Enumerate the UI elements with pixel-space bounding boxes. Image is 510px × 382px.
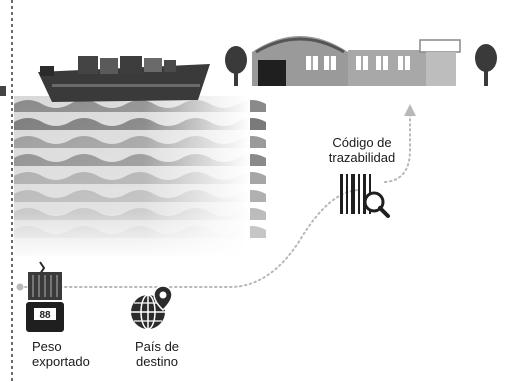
factory-icon: [252, 36, 461, 86]
trazabilidad-label-line1: Código de: [332, 135, 392, 150]
scale-display: 88: [39, 310, 51, 321]
peso-label-line2: exportado: [32, 354, 90, 369]
peso-label-line1: Peso: [32, 339, 62, 354]
tree-icon: [225, 46, 247, 86]
trazabilidad-label: Código de trazabilidad: [322, 135, 402, 165]
pais-label-line1: País de: [134, 339, 180, 354]
pais-label-line2: destino: [136, 354, 178, 369]
route-start-dot: [16, 283, 24, 291]
ship-icon: [38, 56, 210, 102]
left-edge-marker: [0, 86, 6, 96]
ocean-waves: [14, 96, 266, 261]
scale-container-icon: [26, 261, 64, 332]
globe-pin-icon: [131, 285, 173, 330]
pais-label: País de destino: [127, 339, 187, 369]
peso-label: Peso exportado: [32, 339, 90, 369]
route-arrowhead: [404, 104, 416, 116]
barcode-search-icon: [340, 174, 390, 218]
tree-icon: [475, 44, 497, 86]
trazabilidad-label-line2: trazabilidad: [328, 150, 396, 165]
